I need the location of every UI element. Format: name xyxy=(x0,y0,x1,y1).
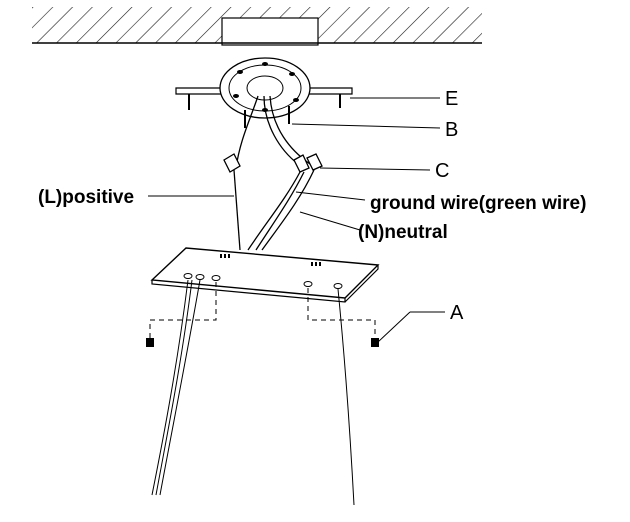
label-neutral: (N)neutral xyxy=(358,222,448,243)
wire-connectors-c xyxy=(223,153,323,173)
suspension-cables xyxy=(151,279,355,506)
label-c: C xyxy=(435,160,449,182)
label-a: A xyxy=(450,302,464,324)
mounting-bracket xyxy=(175,57,353,119)
lamp-mounting-plate xyxy=(150,247,380,303)
label-ground-wire: ground wire(green wire) xyxy=(370,193,586,214)
label-positive: (L)positive xyxy=(38,187,134,208)
screws-b xyxy=(244,106,290,128)
ceiling xyxy=(32,7,482,46)
label-e: E xyxy=(445,88,458,110)
leader-lines xyxy=(148,97,445,343)
cover-caps-a xyxy=(146,282,379,347)
lamp-wires xyxy=(233,169,315,251)
label-b: B xyxy=(445,119,458,141)
